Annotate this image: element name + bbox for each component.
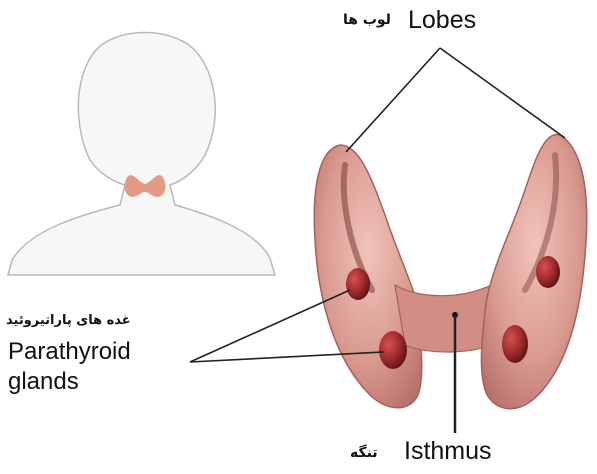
isthmus-label: Isthmus [404,437,492,466]
human-silhouette-icon [8,33,275,276]
parathyroid-gland-4 [502,325,528,363]
lobes-leader-right [440,48,565,138]
parathyroid-gland-2 [379,331,407,369]
isthmus-label-fa: تنگه [350,445,378,461]
lobes-leader-left [346,48,440,152]
parathyroid-leader-1 [190,290,350,362]
lobes-label: Lobes [408,6,476,35]
parathyroid-gland-3 [536,256,560,288]
parathyroid-label-fa: غده های پاراتیروئید [6,313,131,328]
lobes-label-fa: لوب ها [343,12,391,28]
parathyroid-gland-1 [346,268,370,300]
parathyroid-label-line2: glands [8,368,79,396]
parathyroid-label-line1: Parathyroid [8,338,131,366]
thyroid-gland-illustration [314,134,586,408]
